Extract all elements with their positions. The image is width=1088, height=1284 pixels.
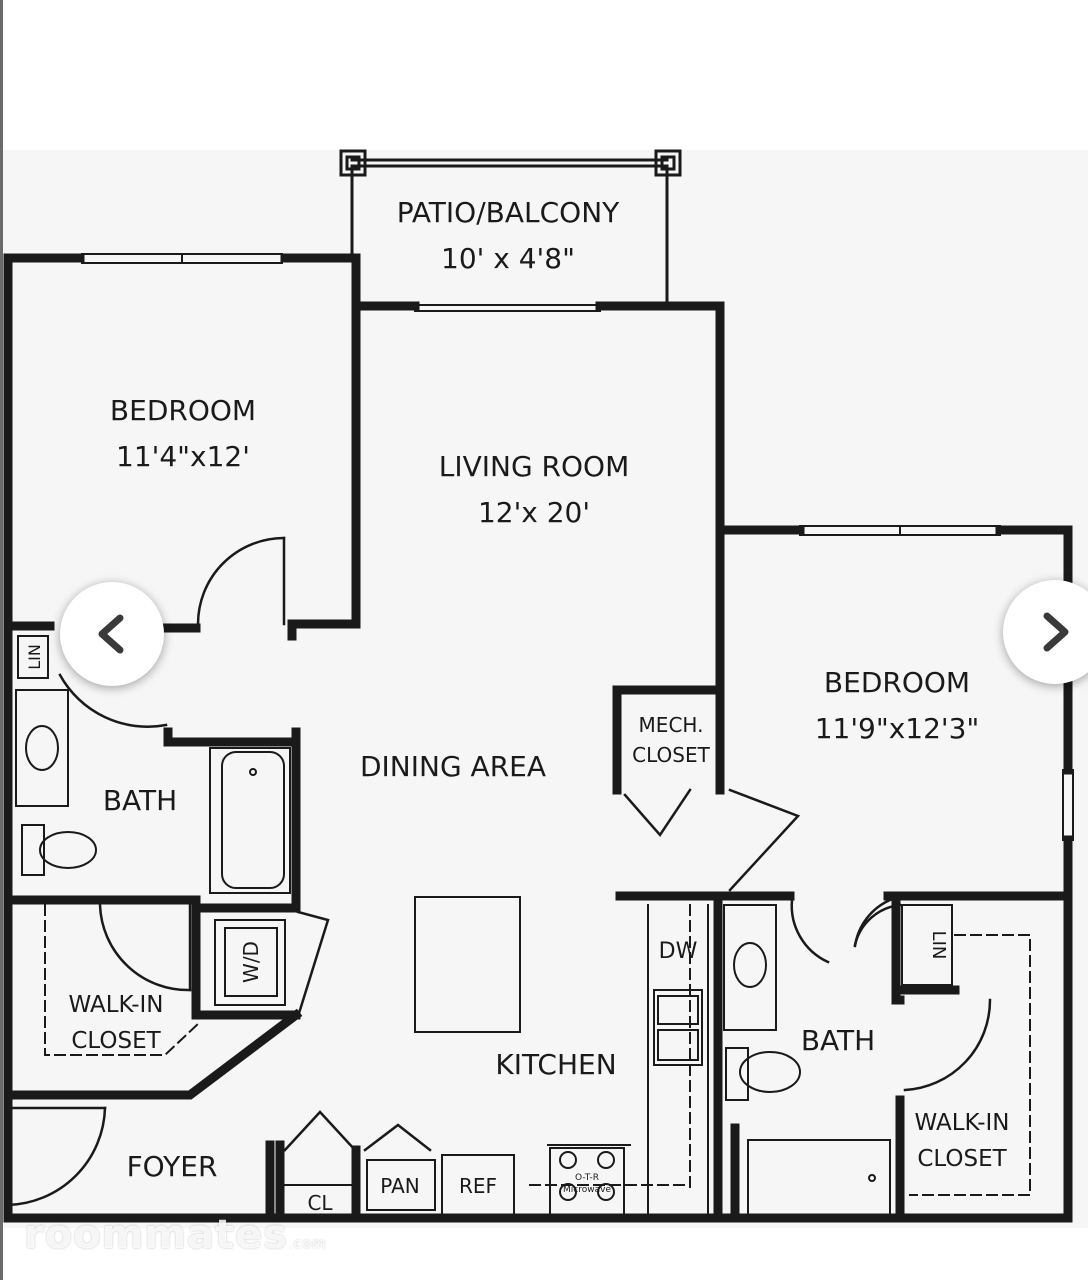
lin2-label: LIN xyxy=(928,931,949,960)
watermark-brand: roommates xyxy=(24,1212,289,1258)
microwave-label-2: Microwave xyxy=(563,1185,611,1195)
fixtures xyxy=(15,635,953,1219)
watermark: roommates.com xyxy=(24,1212,326,1258)
living-room-dims: 12'x 20' xyxy=(478,496,590,529)
mech-closet-label-1: MECH. xyxy=(639,713,704,737)
mech-closet-label-2: CLOSET xyxy=(632,743,710,767)
patio-dims: 10' x 4'8" xyxy=(441,242,575,275)
foyer-label: FOYER xyxy=(127,1150,218,1183)
patio-label: PATIO/BALCONY xyxy=(397,196,620,229)
bedroom2-dims: 11'9"x12'3" xyxy=(815,712,980,745)
microwave-label-1: O-T-R xyxy=(575,1173,599,1183)
dining-area-label: DINING AREA xyxy=(360,750,546,783)
window-edge xyxy=(0,0,3,1280)
doors xyxy=(6,536,992,1207)
living-room-label: LIVING ROOM xyxy=(439,450,630,483)
patio-railing xyxy=(339,149,682,302)
ref-label: REF xyxy=(459,1174,497,1198)
bath2-label: BATH xyxy=(801,1024,875,1057)
lin1-label: LIN xyxy=(25,644,44,670)
walkin1-label-2: CLOSET xyxy=(71,1028,161,1054)
bedroom1-dims: 11'4"x12' xyxy=(116,440,250,473)
cl-label: CL xyxy=(307,1191,333,1215)
closet-rods xyxy=(44,904,1031,1196)
next-image-button[interactable] xyxy=(1003,580,1088,684)
bedroom1-label: BEDROOM xyxy=(110,394,256,427)
dw-label: DW xyxy=(659,939,698,964)
windows xyxy=(81,253,1074,841)
walkin2-label-2: CLOSET xyxy=(917,1146,1007,1172)
bath1-label: BATH xyxy=(103,784,177,817)
bedroom2-label: BEDROOM xyxy=(824,666,970,699)
previous-image-button[interactable] xyxy=(60,582,164,686)
wd-label: W/D xyxy=(239,941,263,983)
chevron-left-icon xyxy=(98,614,124,654)
pan-label: PAN xyxy=(380,1174,419,1198)
chevron-right-icon xyxy=(1043,612,1069,652)
walkin2-label-1: WALK-IN xyxy=(915,1110,1010,1136)
kitchen-label: KITCHEN xyxy=(495,1048,616,1081)
watermark-suffix: .com xyxy=(288,1236,327,1252)
walkin1-label-1: WALK-IN xyxy=(69,992,164,1018)
walls xyxy=(3,253,1073,1223)
